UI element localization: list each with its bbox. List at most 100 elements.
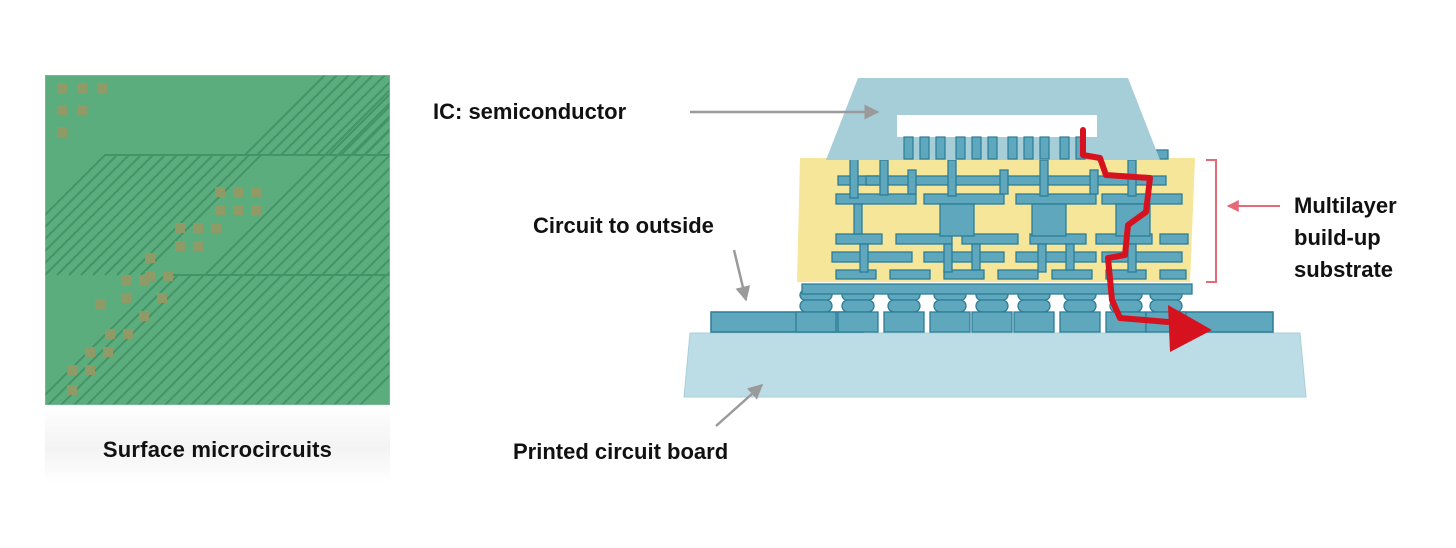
conductor-segment [835, 233, 883, 245]
contact-pads [57, 83, 261, 395]
contact-pad [157, 293, 167, 303]
board-pad [971, 311, 1013, 333]
conductor-segment [853, 203, 863, 235]
surface-microcircuits-photo [45, 75, 390, 405]
trace-line [254, 274, 390, 405]
printed-circuit-board [683, 332, 1307, 398]
conductor-segment [939, 203, 975, 237]
conductor-segment [1101, 251, 1183, 263]
conductor-segment [1127, 243, 1137, 273]
contact-pad [121, 293, 131, 303]
conductor-segment [1101, 193, 1183, 205]
conductor-segment [835, 193, 917, 205]
contact-pad [77, 83, 87, 93]
ic-bump [903, 136, 914, 160]
conductor-segment [943, 269, 985, 280]
conductor-segment [1015, 193, 1097, 205]
label-multilayer-line2: build-up [1294, 225, 1381, 250]
trace-line [140, 154, 390, 276]
solder-ball-bottom [887, 299, 921, 313]
contact-pad [67, 385, 77, 395]
circuit-traces [45, 75, 390, 405]
trace-line [280, 295, 390, 405]
ic-bump [919, 136, 930, 160]
ic-bump [987, 136, 998, 160]
board-pad [883, 311, 925, 333]
trace-line [306, 321, 390, 405]
trace-line [267, 282, 390, 405]
conductor-segment [1051, 269, 1093, 280]
ic-bump [935, 136, 946, 160]
label-multilayer-line3: substrate [1294, 257, 1394, 282]
conductor-segment [801, 283, 1193, 295]
trace-line [319, 334, 390, 405]
photo-caption-box [45, 405, 390, 483]
ic-bump [1039, 136, 1050, 160]
ic-die-window [897, 115, 1097, 137]
trace-line [293, 308, 390, 405]
conductor-segment [923, 193, 1005, 205]
conductor-segment [895, 233, 953, 245]
conductor-segment [831, 251, 913, 263]
contact-pad [175, 223, 185, 233]
conductor-segment [923, 251, 1005, 263]
contact-pad [145, 253, 155, 263]
conductor-segment [947, 159, 957, 197]
conductor-segment [889, 269, 931, 280]
ic-bump [955, 136, 966, 160]
board-pad [1059, 311, 1101, 333]
conductor-segment [879, 159, 889, 196]
solder-balls [795, 289, 1187, 333]
contact-pad [139, 311, 149, 321]
solder-ball-bottom [1063, 299, 1097, 313]
label-ic-semiconductor: IC: semiconductor [433, 99, 627, 124]
contact-pad [57, 127, 67, 137]
contact-pad [193, 223, 203, 233]
conductor-segment [1037, 243, 1047, 273]
solder-ball-bottom [933, 299, 967, 313]
conductor-segment [943, 243, 953, 273]
label-circuit-to-outside: Circuit to outside [533, 213, 714, 238]
contact-pad [211, 223, 221, 233]
contact-pad [121, 275, 131, 285]
contact-pad [233, 187, 243, 197]
conductor-segment [1015, 251, 1097, 263]
contact-pad [175, 241, 185, 251]
contact-pad [105, 329, 115, 339]
contact-pad [145, 271, 155, 281]
pcb-arrow [715, 384, 764, 427]
conductor-segment [859, 243, 869, 273]
signal-arrow-head [1168, 305, 1212, 352]
contact-pad [251, 205, 261, 215]
board-pad [929, 311, 971, 333]
ic-bump [1007, 136, 1018, 160]
solder-ball-bottom [975, 299, 1009, 313]
trace-line [241, 274, 390, 405]
conductor-segment [1031, 203, 1067, 237]
contact-pad [85, 347, 95, 357]
contact-pad [233, 205, 243, 215]
contact-pad [85, 365, 95, 375]
contact-pad [139, 275, 149, 285]
board-pad [795, 311, 837, 333]
circuit-arrow [732, 249, 751, 302]
conductor-segment [999, 169, 1009, 195]
contact-pad [215, 205, 225, 215]
multilayer-bracket [1206, 159, 1217, 283]
conductor-segment [907, 169, 917, 195]
conductor-segment [1065, 243, 1075, 271]
contact-pad [251, 187, 261, 197]
solder-ball-bottom [799, 299, 833, 313]
label-printed-circuit-board: Printed circuit board [513, 439, 729, 464]
contact-pad [103, 347, 113, 357]
conductor-segment [1105, 269, 1147, 280]
solder-ball-bottom [1149, 299, 1183, 313]
board-pad [837, 311, 879, 333]
solder-ball-bottom [841, 299, 875, 313]
conductor-segment [997, 269, 1039, 280]
label-multilayer-substrate: Multilayer build-up substrate [1294, 190, 1397, 286]
contact-pad [163, 271, 173, 281]
contact-pad [215, 187, 225, 197]
contact-pad [67, 365, 77, 375]
